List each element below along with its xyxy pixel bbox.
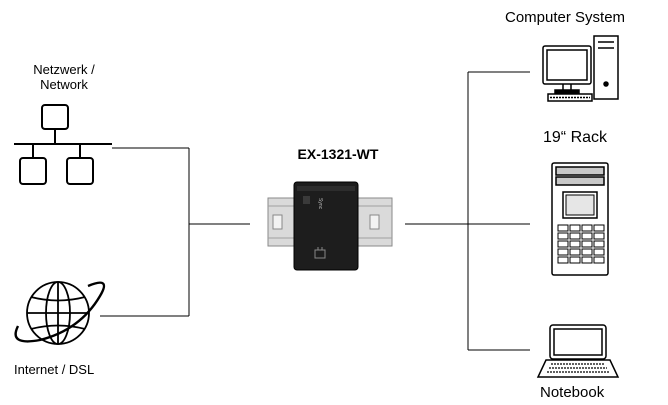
desktop-computer-icon	[542, 35, 619, 102]
laptop-icon	[536, 324, 620, 378]
notebook-label: Notebook	[540, 384, 605, 401]
computer-label: Computer System	[505, 9, 626, 26]
svg-text:Sync: Sync	[317, 198, 323, 210]
rack-label: 19“ Rack	[543, 129, 608, 146]
internet-label: Internet / DSL	[14, 362, 95, 377]
connector-lines	[100, 71, 530, 351]
network-label-line-1: Netzwerk /	[33, 62, 95, 77]
globe-icon	[14, 281, 106, 345]
device-label: EX-1321-WT	[297, 146, 379, 162]
network-label: Netzwerk / Network	[14, 62, 114, 92]
network-label-line-2: Network	[40, 77, 88, 92]
din-rail-usb-hub-device: Sync	[267, 181, 393, 271]
network-topology-icon	[14, 104, 112, 185]
server-rack-icon	[551, 162, 609, 276]
